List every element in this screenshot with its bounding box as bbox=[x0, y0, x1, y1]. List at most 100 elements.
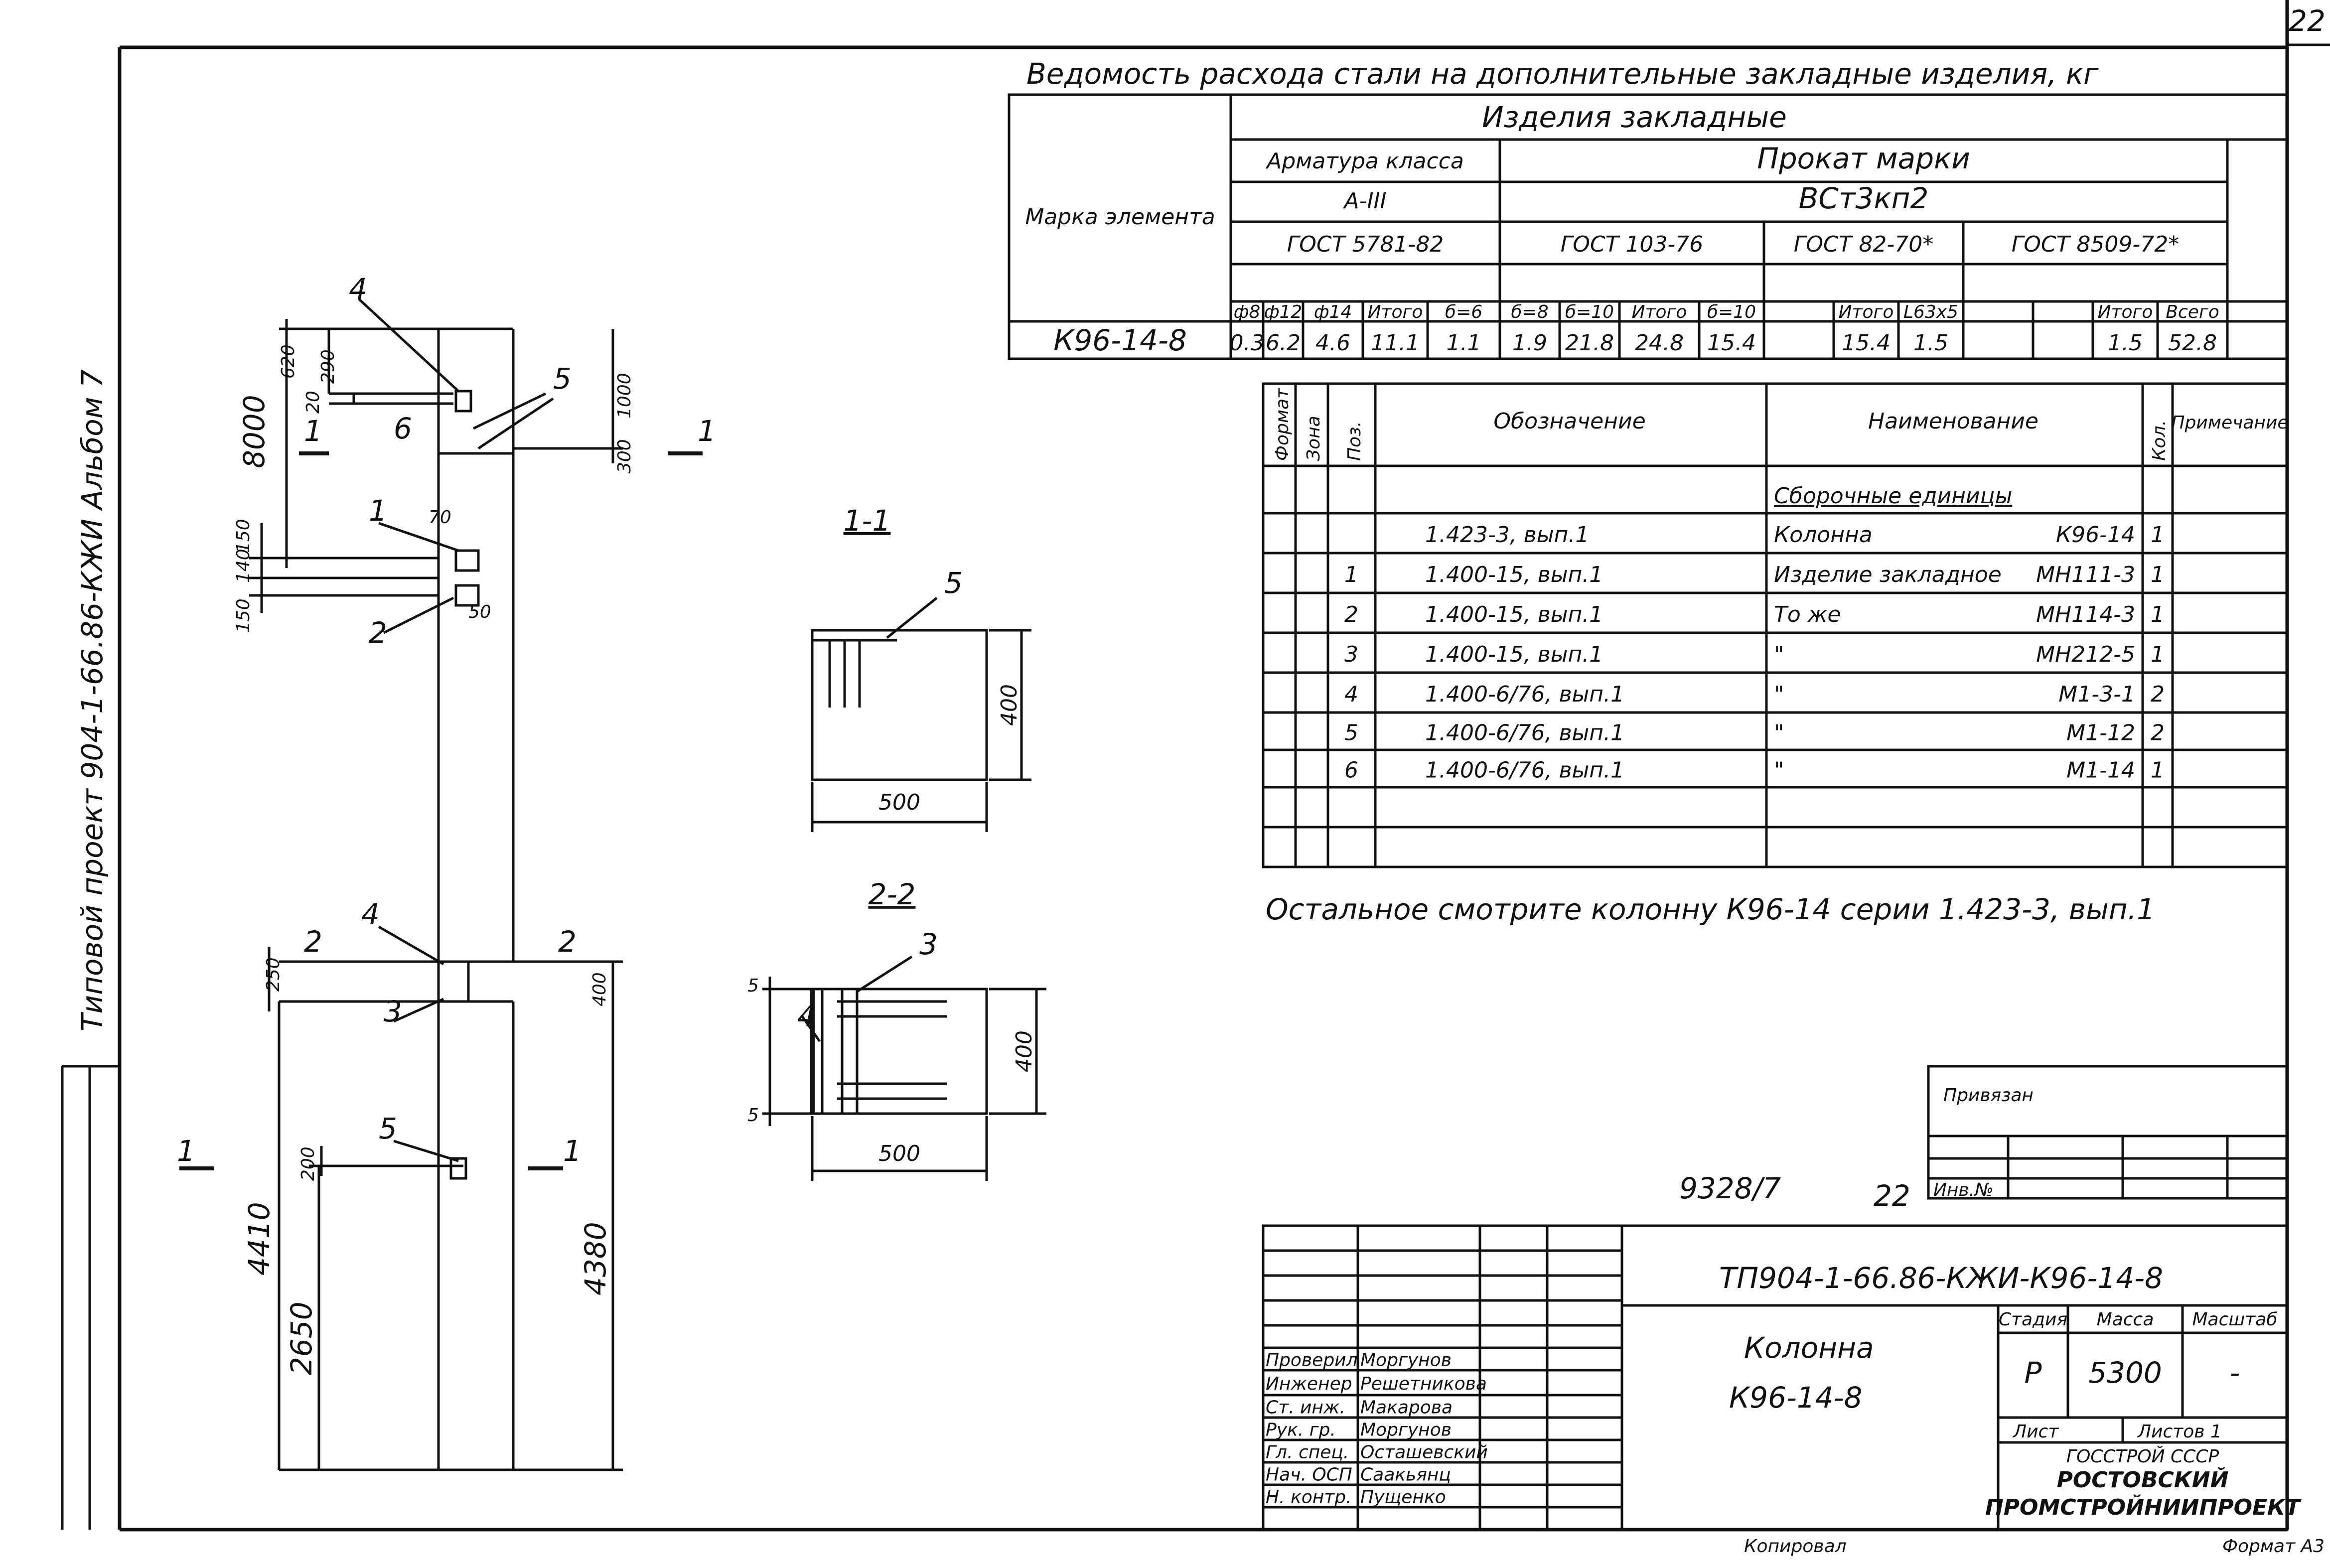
section-2-2-title: 2-2 bbox=[869, 877, 916, 911]
consumption-col-header: ф8 bbox=[1234, 302, 1261, 322]
copy-number: 9328/7 bbox=[1679, 1171, 1781, 1205]
rolled-grade: ВСт3кп2 bbox=[1799, 181, 1929, 215]
spec-row-name2: МН111-3 bbox=[2036, 562, 2135, 587]
dim-620: 620 bbox=[278, 344, 298, 379]
mark-header: Марка элемента bbox=[1025, 204, 1215, 230]
consumption-col-header: ф14 bbox=[1314, 302, 1352, 322]
gost-b: ГОСТ 103-76 bbox=[1561, 232, 1704, 257]
cut-1-left: 1 bbox=[304, 414, 322, 448]
consumption-col-header: Итого bbox=[1368, 302, 1423, 322]
format-label: Формат А3 bbox=[2222, 1536, 2325, 1557]
spec-row-qty: 1 bbox=[2151, 522, 2165, 548]
title-block-grid bbox=[1262, 1065, 2289, 1531]
signer-role: Рук. гр. bbox=[1266, 1420, 1336, 1440]
group-header: Изделия закладные bbox=[1482, 100, 1787, 134]
dim-300: 300 bbox=[614, 439, 635, 473]
title-name: Колонна bbox=[1744, 1331, 1874, 1365]
pos-2: 2 bbox=[369, 616, 387, 650]
spec-header-name: Наименование bbox=[1868, 409, 2039, 434]
pos-3: 3 bbox=[384, 995, 402, 1028]
dim-20: 20 bbox=[303, 391, 323, 414]
org-line-1: ГОССТРОЙ СССР bbox=[2066, 1446, 2219, 1467]
consumption-value: 52.8 bbox=[2168, 330, 2217, 356]
spec-row-qty: 1 bbox=[2151, 758, 2165, 783]
signer-role: Нач. ОСП bbox=[1266, 1465, 1352, 1485]
dim-4410: 4410 bbox=[242, 1202, 276, 1276]
consumption-value: 6.2 bbox=[1266, 330, 1301, 356]
cut-2-right: 2 bbox=[558, 925, 577, 959]
section-2-2-width: 500 bbox=[878, 1141, 920, 1166]
org-line-2: РОСТОВСКИЙ bbox=[2057, 1466, 2229, 1493]
bound-label: Привязан bbox=[1943, 1085, 2034, 1106]
consumption-col-header: Итого bbox=[1839, 302, 1894, 322]
spec-header-note: Примечание bbox=[2171, 413, 2288, 433]
consumption-col-header: б=10 bbox=[1565, 302, 1614, 322]
copied-label: Копировал bbox=[1744, 1536, 1847, 1557]
consumption-value: 1.5 bbox=[1913, 330, 1948, 356]
side-stamp-box bbox=[61, 1065, 120, 1530]
consumption-col-header: L63х5 bbox=[1903, 302, 1958, 322]
signer-role: Н. контр. bbox=[1266, 1487, 1352, 1508]
stage-value: Р bbox=[2025, 1356, 2042, 1390]
mass-value: 5300 bbox=[2088, 1356, 2162, 1390]
spec-row-name2: МН114-3 bbox=[2036, 602, 2135, 627]
dim-200: 200 bbox=[298, 1146, 318, 1181]
sheet-number: 22 bbox=[2289, 4, 2326, 38]
spec-row-designation: 1.400-15, вып.1 bbox=[1425, 562, 1603, 587]
spec-row-qty: 1 bbox=[2151, 602, 2165, 627]
spec-row-pos: 3 bbox=[1344, 642, 1358, 667]
sheets-label: Листов 1 bbox=[2137, 1422, 2222, 1442]
gost-d: ГОСТ 8509-72* bbox=[2012, 232, 2180, 257]
spec-row-designation: 1.400-6/76, вып.1 bbox=[1425, 682, 1624, 707]
spec-row-name: То же bbox=[1774, 602, 1841, 627]
title-name2: К96-14-8 bbox=[1729, 1381, 1863, 1415]
spec-row-pos: 1 bbox=[1344, 562, 1358, 587]
scale-value: - bbox=[2230, 1356, 2240, 1390]
consumption-value: 1.5 bbox=[2108, 330, 2143, 356]
signer-role: Гл. спец. bbox=[1266, 1442, 1349, 1463]
spec-row-name2: М1-14 bbox=[2066, 758, 2135, 783]
spec-header-pos: Поз. bbox=[1344, 421, 1365, 461]
spec-row-designation: 1.400-15, вып.1 bbox=[1425, 642, 1603, 667]
section-1-1-width: 500 bbox=[878, 790, 920, 815]
section-1-1-title: 1-1 bbox=[844, 504, 891, 538]
section-1-1-height: 400 bbox=[997, 684, 1022, 726]
consumption-col-header: Итого bbox=[2098, 302, 2153, 322]
spec-row-name: Колонна bbox=[1774, 522, 1873, 548]
dim-1000: 1000 bbox=[614, 373, 635, 419]
copy-sheet: 22 bbox=[1874, 1179, 1910, 1213]
pos-5-top: 5 bbox=[553, 362, 572, 396]
stage-label: Стадия bbox=[1999, 1309, 2067, 1330]
spec-row-name: Изделие закладное bbox=[1774, 562, 2002, 587]
inv-label: Инв.№ bbox=[1933, 1180, 1994, 1200]
spec-row-qty: 2 bbox=[2151, 682, 2165, 707]
consumption-col-header: б=8 bbox=[1511, 302, 1548, 322]
gost-c: ГОСТ 82-70* bbox=[1794, 232, 1934, 257]
consumption-table-grid bbox=[1008, 93, 2289, 360]
signer-name: Макарова bbox=[1360, 1398, 1453, 1418]
consumption-title: Ведомость расхода стали на дополнительны… bbox=[1026, 57, 2099, 91]
consumption-value: 4.6 bbox=[1315, 330, 1350, 356]
dim-290: 290 bbox=[318, 349, 338, 384]
spec-header-qty: Кол. bbox=[2149, 420, 2170, 461]
spec-row-designation: 1.400-6/76, вып.1 bbox=[1425, 720, 1624, 746]
section-1-1 bbox=[811, 597, 1031, 832]
consumption-col-header: б=10 bbox=[1707, 302, 1756, 322]
armature-header: Арматура класса bbox=[1265, 148, 1464, 174]
consumption-col-header: ф12 bbox=[1264, 302, 1303, 322]
spec-row-pos: 4 bbox=[1344, 682, 1358, 707]
cut-1-right-bottom: 1 bbox=[563, 1134, 582, 1168]
signer-role: Ст. инж. bbox=[1266, 1398, 1345, 1418]
pos-4-bottom: 4 bbox=[361, 897, 380, 931]
spec-row-qty: 1 bbox=[2151, 562, 2165, 587]
spec-header-format: Формат bbox=[1272, 388, 1293, 461]
signer-name: Решетникова bbox=[1360, 1374, 1487, 1394]
signer-role: Инженер bbox=[1266, 1374, 1352, 1394]
side-stamp: Типовой проект 904-1-66.86-КЖИ Альбом 7 bbox=[75, 369, 109, 1031]
general-note: Остальное смотрите колонну К96-14 серии … bbox=[1266, 892, 2155, 926]
